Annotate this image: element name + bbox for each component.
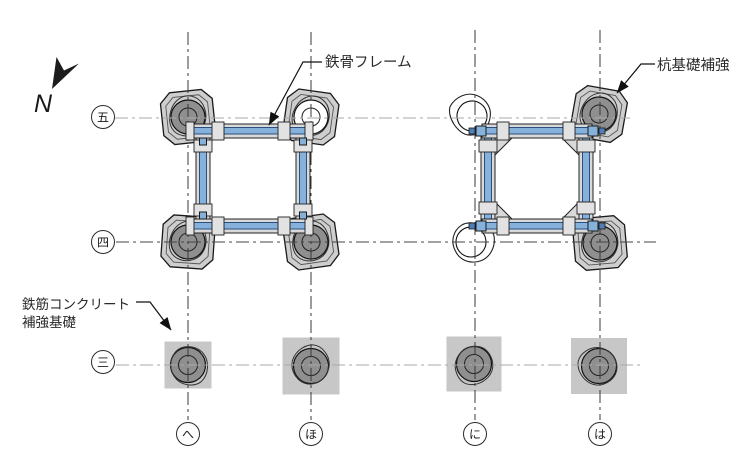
svg-text:ほ: ほ: [305, 428, 317, 442]
row-label-5: 五: [91, 105, 115, 129]
svg-text:は: は: [594, 428, 606, 442]
gusset-top-left: [494, 137, 514, 157]
col-label-ni: に: [463, 422, 487, 446]
svg-text:へ: へ: [182, 428, 194, 442]
row-axis-labels: 五 四 三: [91, 105, 115, 374]
callout-pile-reinforcement: 杭基礎補強: [616, 57, 730, 94]
gusset-bottom-left: [494, 200, 514, 220]
callout-pile-reinforcement-label: 杭基礎補強: [657, 57, 730, 74]
row-label-4: 四: [91, 230, 115, 254]
north-label: N: [34, 90, 53, 118]
callout-steel-frame-label: 鉄骨フレーム: [325, 54, 412, 71]
rc-pad-footing-3: [446, 336, 502, 392]
col-label-ha: は: [588, 422, 612, 446]
svg-text:四: 四: [97, 236, 109, 250]
callout-rc-foundation-line2: 補強基礎: [22, 314, 76, 330]
svg-text:五: 五: [97, 111, 109, 125]
frame-a-footings: [158, 86, 342, 273]
callout-steel-frame: 鉄骨フレーム: [268, 54, 412, 126]
gusset-bottom-right: [560, 200, 580, 220]
steel-frame-b: [468, 121, 606, 236]
steel-frame-a: [185, 121, 314, 236]
col-label-he: へ: [176, 422, 200, 446]
svg-text:三: 三: [97, 356, 109, 370]
callout-rc-foundation: 鉄筋コンクリート 補強基礎: [22, 296, 172, 331]
svg-text:に: に: [469, 428, 481, 442]
gusset-top-right: [560, 137, 580, 157]
frame-b-footings: [443, 83, 630, 272]
callout-rc-foundation-line1: 鉄筋コンクリート: [22, 296, 130, 312]
north-arrow-icon: N: [34, 57, 79, 118]
rc-pad-footing-4: [571, 338, 627, 394]
row-label-3: 三: [91, 350, 115, 374]
column-axis-labels: へ ほ に は: [176, 422, 612, 446]
col-label-ho: ほ: [299, 422, 323, 446]
